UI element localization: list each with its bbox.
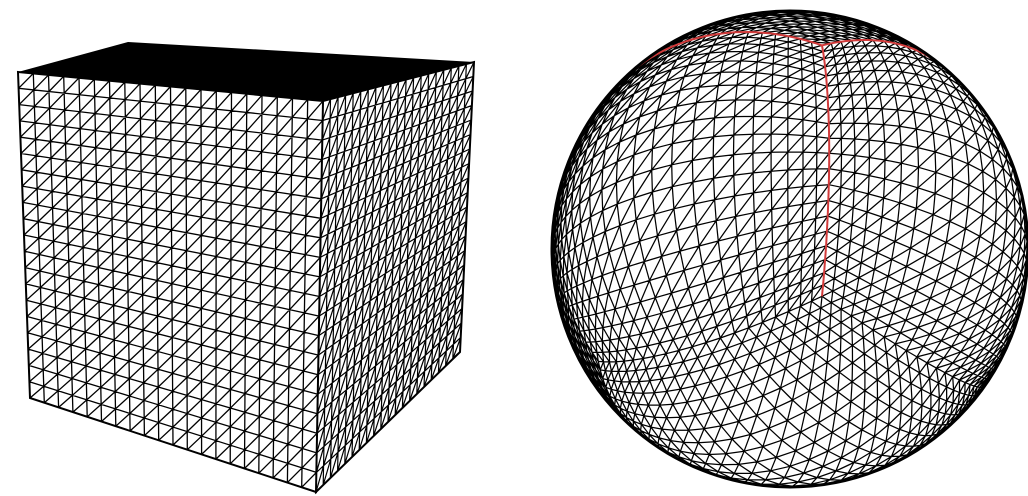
sphere-mesh — [552, 11, 1028, 487]
cube-front-face — [18, 72, 323, 492]
cube-mesh — [18, 42, 474, 492]
cube-right-face — [316, 62, 474, 492]
